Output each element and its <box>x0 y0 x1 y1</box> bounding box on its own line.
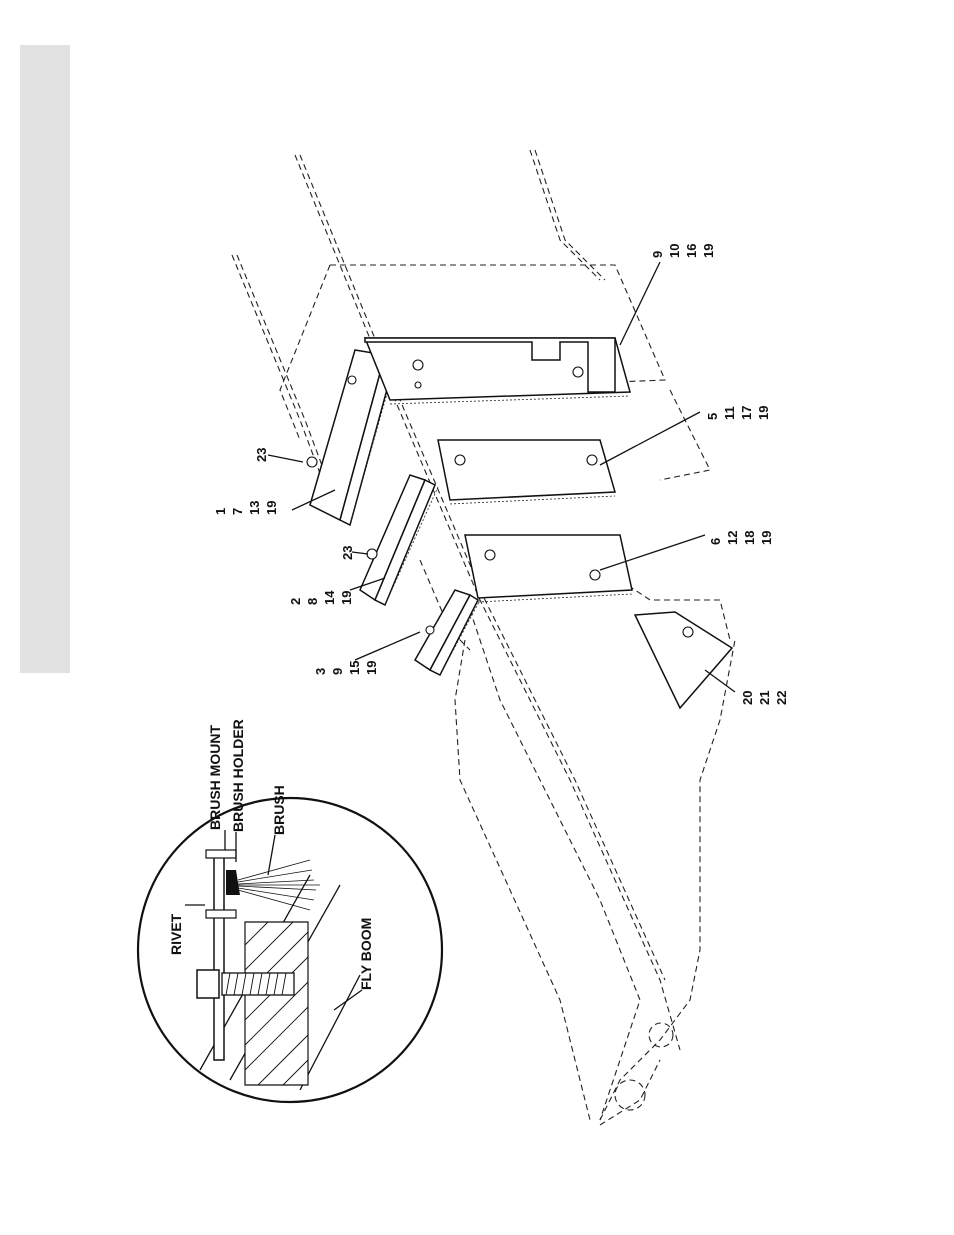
callout-line: 22 <box>774 691 789 705</box>
callout-line: 20 <box>740 691 755 705</box>
brush-plate-3 <box>415 590 478 675</box>
callout-line: 6 <box>708 538 723 545</box>
callout-4: 20 21 22 <box>740 691 789 705</box>
label-brush: BRUSH <box>271 785 287 835</box>
callout-2: 2 8 14 19 <box>288 590 354 605</box>
callout-line: 14 <box>322 590 337 605</box>
callout-line: 3 <box>313 668 328 675</box>
callout-line: 19 <box>264 501 279 515</box>
brush-plate-2 <box>360 475 435 605</box>
callout-9: 23 <box>340 546 355 560</box>
callout-line: 21 <box>757 691 772 705</box>
brush-plate-large <box>365 338 630 400</box>
callout-line: 17 <box>739 406 754 420</box>
callout-line: 11 <box>722 406 737 420</box>
label-brush-mount: BRUSH MOUNT <box>207 725 223 830</box>
brush-plate-middle <box>438 440 615 500</box>
callout-line: 7 <box>230 508 245 515</box>
callout-line: 2 <box>288 598 303 605</box>
callout-line: 16 <box>684 244 699 258</box>
callout-line: 19 <box>759 531 774 545</box>
callout-line: 10 <box>667 244 682 258</box>
label-fly-boom: FLY BOOM <box>358 918 374 990</box>
wedge-part <box>635 612 732 708</box>
callout-1: 1 7 13 19 <box>213 501 279 515</box>
callout-7: 9 10 16 19 <box>650 244 716 258</box>
callout-line: 19 <box>364 661 379 675</box>
callout-line: 8 <box>305 598 320 605</box>
callout-6: 5 11 17 19 <box>705 406 771 420</box>
label-brush-holder: BRUSH HOLDER <box>230 719 246 832</box>
brush-plate-lower <box>465 535 632 598</box>
callout-line: 15 <box>347 661 362 675</box>
callout-line: 23 <box>340 546 355 560</box>
callout-line: 5 <box>705 413 720 420</box>
callout-line: 19 <box>339 591 354 605</box>
callout-line: 9 <box>330 668 345 675</box>
label-rivet: RIVET <box>168 913 184 955</box>
callout-line: 19 <box>756 406 771 420</box>
callout-line: 18 <box>742 531 757 545</box>
callout-line: 13 <box>247 501 262 515</box>
callout-line: 1 <box>213 508 228 515</box>
callout-line: 23 <box>254 448 269 462</box>
callout-5: 6 12 18 19 <box>708 531 774 545</box>
callout-line: 9 <box>650 251 665 258</box>
callout-8: 23 <box>254 448 269 462</box>
callout-3: 3 9 15 19 <box>313 661 379 675</box>
callout-line: 19 <box>701 244 716 258</box>
callout-line: 12 <box>725 531 740 545</box>
